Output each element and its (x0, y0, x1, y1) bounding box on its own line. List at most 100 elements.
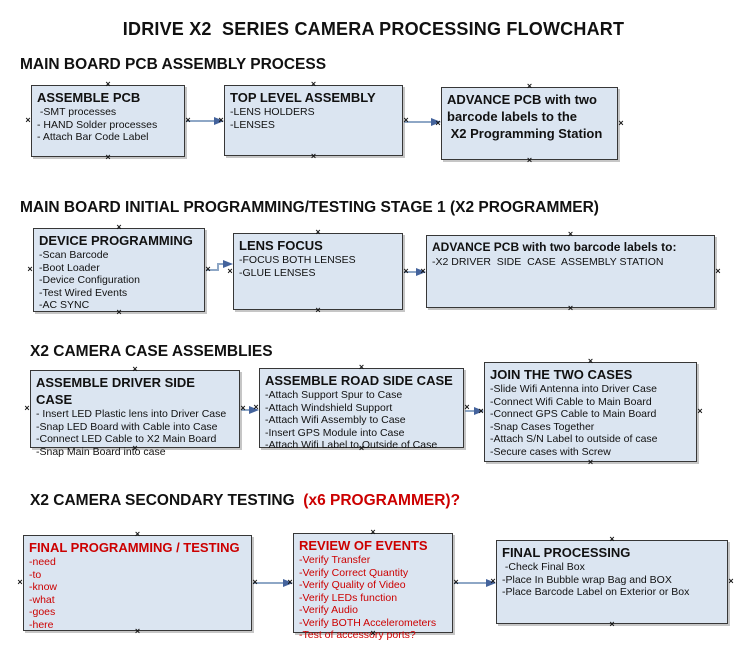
box-title: ASSEMBLE DRIVER SIDE CASE (36, 375, 199, 407)
flow-box-review-of-events: ×××× REVIEW OF EVENTS -Verify Transfer-V… (287, 528, 458, 642)
connection-point-icon: × (435, 117, 441, 128)
connection-point-icon: × (315, 227, 321, 237)
connection-point-icon: × (526, 155, 533, 165)
box-title: TOP LEVEL ASSEMBLY (230, 90, 376, 105)
connection-point-icon: × (567, 303, 574, 313)
box-item: -GLUE LENSES (239, 266, 316, 279)
box-item: -Attach Support Spur to Case (265, 389, 403, 401)
box-item: -Verify BOTH Accelerometers (299, 616, 437, 629)
box-title: ADVANCE PCB with two barcode labels to t… (447, 92, 601, 124)
box-item: -Check Final Box (502, 561, 585, 573)
box-item: -Test of accessory ports? (299, 629, 416, 641)
connection-point-icon: × (132, 443, 138, 453)
box-items: -SMT processes- HAND Solder processes- A… (37, 106, 179, 144)
connection-point-icon: × (358, 362, 365, 372)
box-item: -Attach Wifi Label to Outside of Case (265, 439, 438, 451)
box-item: -LENSES (230, 118, 275, 131)
box-item: X2 Programming Station (447, 126, 603, 141)
connection-point-icon: × (453, 577, 459, 587)
box-item: -Place Barcode Label on Exterior or Box (502, 586, 690, 598)
connection-point-icon: × (609, 534, 615, 544)
box-item: -goes (29, 606, 56, 618)
flow-box-assemble-driver-side-case: ×××× ASSEMBLE DRIVER SIDE CASE - Insert … (24, 365, 245, 458)
connection-point-icon: × (27, 264, 33, 274)
box-title: DEVICE PROGRAMMING (39, 233, 193, 248)
box-item: - Attach Bar Code Label (37, 131, 149, 143)
box-item: -know (29, 581, 58, 593)
box-item: -Secure cases with Screw (490, 445, 611, 458)
box-item: -Verify Quality of Video (299, 579, 406, 591)
box-title: FINAL PROGRAMMING / TESTING (29, 540, 240, 555)
connection-point-icon: × (310, 151, 317, 161)
connection-point-icon: × (185, 115, 191, 125)
box-item: -what (29, 593, 55, 606)
connection-point-icon: × (17, 577, 23, 587)
connection-point-icon: × (116, 222, 122, 232)
box-item: -AC SYNC (39, 299, 90, 311)
box-item: -LENS HOLDERS (230, 106, 315, 118)
box-item: -Verify Correct Quantity (299, 566, 409, 579)
box-items: -FOCUS BOTH LENSES-GLUE LENSES (239, 254, 397, 279)
connection-point-icon: × (526, 81, 533, 91)
box-item: -to (29, 568, 42, 581)
box-item: -Verify LEDs function (299, 591, 398, 604)
box-item: -Insert GPS Module into Case (265, 426, 405, 439)
connection-point-icon: × (618, 117, 624, 128)
connection-point-icon: × (24, 403, 30, 413)
flow-box-final-processing: ×××× FINAL PROCESSING -Check Final Box-P… (490, 535, 733, 629)
box-item: -Snap Main Board into case (36, 445, 166, 458)
connection-point-icon: × (205, 264, 211, 274)
box-item: -Device Configuration (39, 274, 140, 286)
box-item: -FOCUS BOTH LENSES (239, 254, 356, 266)
section-heading-secondary-testing: X2 CAMERA SECONDARY TESTING (x6 PROGRAMM… (30, 492, 460, 510)
box-item: -Attach S/N Label to outside of case (490, 433, 658, 445)
box-item: -Attach Windshield Support (265, 401, 393, 414)
connection-point-icon: × (403, 114, 409, 125)
box-items: - Insert LED Plastic lens into Driver Ca… (36, 408, 234, 458)
box-item: -Connect Wifi Cable to Main Board (490, 395, 652, 408)
flow-box-advance-pcb-case-assembly: ×××× ADVANCE PCB with two barcode labels… (420, 230, 720, 313)
box-items: -LENS HOLDERS-LENSES (230, 106, 397, 131)
section-heading-red-suffix: (x6 PROGRAMMER)? (299, 492, 461, 509)
connection-point-icon: × (310, 79, 317, 89)
flow-box-advance-pcb-programming-station: × × × × ADVANCE PCB with two barcode labels… (435, 82, 623, 165)
section-heading-text: X2 CAMERA SECONDARY TESTING (30, 492, 299, 509)
connection-point-icon: × (478, 406, 484, 416)
connection-point-icon: × (370, 628, 376, 638)
box-title: ADVANCE PCB with two barcode labels to: (432, 240, 677, 254)
box-items: -Attach Support Spur to Case-Attach Wind… (265, 389, 458, 452)
flow-box-join-the-two-cases: ×××× JOIN THE TWO CASES -Slide Wifi Ante… (478, 357, 702, 467)
box-items: X2 Programming Station (447, 125, 612, 142)
box-item: -Scan Barcode (39, 249, 109, 261)
box-item: - HAND Solder processes (37, 118, 158, 131)
box-title: ASSEMBLE PCB (37, 90, 141, 105)
box-item: -Connect LED Cable to X2 Main Board (36, 433, 217, 445)
box-item: -Snap Cases Together (490, 420, 595, 433)
connection-point-icon: × (490, 576, 496, 586)
box-item: -Attach Wifi Assembly to Case (265, 414, 406, 426)
box-item: -Boot Loader (39, 261, 100, 274)
connection-point-icon: × (134, 626, 141, 636)
box-item: -Place In Bubble wrap Bag and BOX (502, 573, 672, 586)
box-items: -need-to-know-what-goes-here (29, 556, 246, 631)
box-items: -Scan Barcode-Boot Loader-Device Configu… (39, 249, 199, 312)
flow-box-lens-focus: ×××× LENS FOCUS -FOCUS BOTH LENSES-GLUE … (227, 228, 408, 315)
box-items: -Verify Transfer-Verify Correct Quantity… (299, 554, 447, 642)
connection-point-icon: × (403, 265, 409, 276)
connection-point-icon: × (253, 402, 259, 412)
connection-point-icon: × (715, 265, 721, 276)
connection-point-icon: × (567, 229, 574, 239)
box-item: -need (29, 556, 56, 568)
flow-box-assemble-pcb: ×××× ASSEMBLE PCB -SMT processes- HAND S… (25, 80, 190, 162)
section-heading-text: MAIN BOARD PCB ASSEMBLY PROCESS (20, 56, 327, 73)
box-item: -SMT processes (37, 106, 117, 118)
connection-point-icon: × (105, 79, 111, 89)
connection-point-icon: × (287, 577, 293, 587)
connection-point-icon: × (252, 577, 258, 587)
box-title: FINAL PROCESSING (502, 545, 631, 560)
flow-box-device-programming: ×××× DEVICE PROGRAMMING -Scan Barcode-Bo… (27, 223, 210, 317)
section-heading-initial-programming: MAIN BOARD INITIAL PROGRAMMING/TESTING S… (20, 199, 599, 217)
page-title: IDRIVE X2 SERIES CAMERA PROCESSING FLOWC… (122, 19, 625, 39)
box-items: -Check Final Box-Place In Bubble wrap Ba… (502, 561, 722, 599)
